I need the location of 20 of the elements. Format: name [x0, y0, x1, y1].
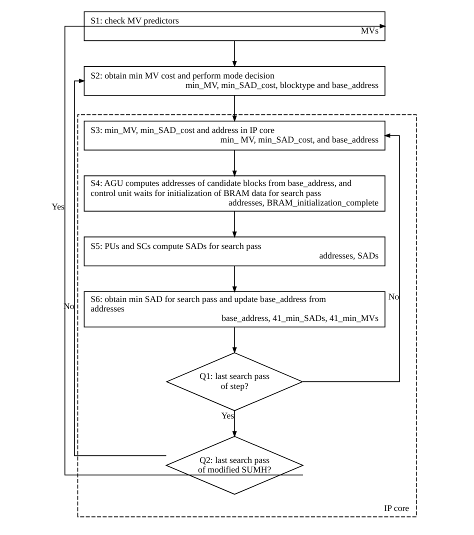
arrow: [232, 40, 237, 68]
node-box: S6: obtain min SAD for search pass and update base_address from addresses base_address, 41_min_SADs, 41_min_MVs: [84, 291, 386, 328]
arrow: [232, 266, 237, 293]
arrow: [232, 150, 237, 178]
arrow: [232, 326, 237, 354]
node-box: S2: obtain min MV cost and perform mode decision min_MV, min_SAD_cost, blocktype and base_address: [84, 66, 386, 96]
edge-label: No: [388, 292, 400, 302]
node-box: S4: AGU computes addresses of candidate blocks from base_address, and control unit waits for initialization of BRAM data for search pass addresses, BRAM_initialization_complete: [84, 175, 386, 212]
arrow: [74, 78, 167, 456]
arrow: [64, 24, 386, 476]
arrow: [232, 95, 237, 122]
edge-label: Yes: [52, 201, 64, 212]
arrow: [232, 410, 237, 438]
arrow: [302, 133, 400, 382]
node-diamond: Q1: last search pass of step?: [166, 352, 304, 412]
node-box: S3: min_MV, min_SAD_cost and address in IP core min_ MV, min_SAD_cost, and base_address: [84, 120, 386, 150]
arrow: [232, 211, 237, 238]
node-diamond: Q2: last search pass of modified SUMH?: [165, 436, 304, 495]
node-box: S5: PUs and SCs compute SADs for search pass addresses, SADs: [84, 236, 386, 266]
edge-label: Yes: [221, 410, 234, 421]
